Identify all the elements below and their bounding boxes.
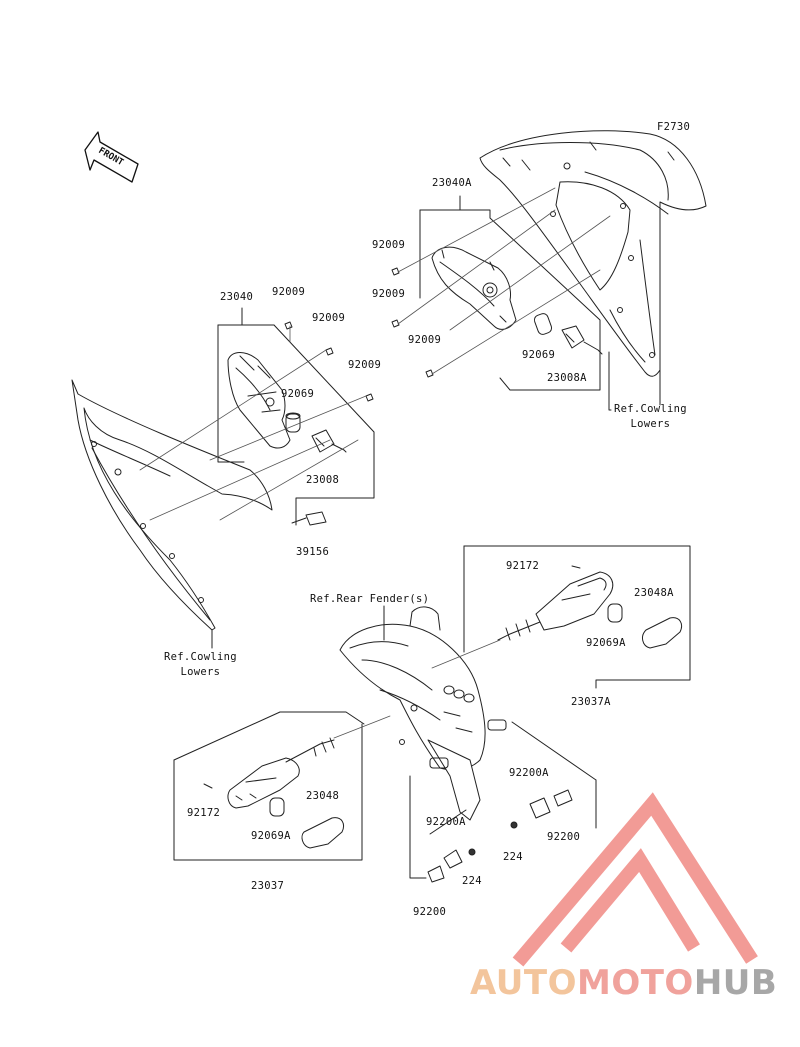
right-screws [391, 267, 434, 378]
watermark-moto: MOTO [576, 963, 694, 1003]
ref-label-cowling-lowers-right: Ref.Cowling Lowers [614, 403, 687, 430]
watermark-auto: AUTO [470, 963, 577, 1003]
part-label-23037A: 23037A [571, 696, 611, 708]
part-label-92200A: 92200A [509, 767, 549, 779]
pad-39156 [305, 511, 327, 526]
part-label-224: 224 [503, 851, 523, 863]
part-label-23008A: 23008A [547, 372, 587, 384]
part-label-39156: 39156 [296, 546, 330, 558]
right-cowling-lower [479, 130, 707, 377]
ref-label-rear-fender: Ref.Rear Fender(s) [310, 593, 430, 605]
watermark-hub: HUB [693, 963, 778, 1003]
right-socket-23008A [561, 325, 603, 355]
right-mount-bracket [431, 246, 517, 330]
part-label-92009: 92009 [312, 312, 346, 324]
part-label-92009: 92009 [272, 286, 306, 298]
part-label-92009: 92009 [348, 359, 382, 371]
right-turn-signal [497, 565, 614, 641]
right-bulb-92069 [533, 313, 553, 335]
part-label-23048A: 23048A [634, 587, 674, 599]
part-label-92069: 92069 [522, 349, 556, 361]
ref-label-cowling-lowers-left: Ref.Cowling Lowers [164, 651, 237, 678]
part-label-23008: 23008 [306, 474, 340, 486]
part-label-92172: 92172 [506, 560, 540, 572]
left-mount-bracket [227, 352, 291, 449]
part-label-92009: 92009 [408, 334, 442, 346]
part-label-92172: 92172 [187, 807, 221, 819]
part-label-92069: 92069 [281, 388, 315, 400]
front-direction-arrow-icon: FRONT [84, 131, 139, 183]
part-label-23040A: 23040A [432, 177, 472, 189]
left-turn-signal [227, 737, 335, 809]
left-plate-bracket [427, 848, 476, 883]
figure-code: F2730 [657, 121, 691, 133]
part-label-92009: 92009 [372, 239, 406, 251]
part-label-224: 224 [462, 875, 482, 887]
left-bulb-92069 [285, 412, 301, 433]
part-label-23040: 23040 [220, 291, 254, 303]
part-label-92200A: 92200A [426, 816, 466, 828]
left-lens-23048 [301, 817, 345, 849]
part-label-23037: 23037 [251, 880, 285, 892]
part-label-92069A: 92069A [251, 830, 291, 842]
left-bulb-92069A [269, 797, 285, 817]
left-socket-23008 [311, 429, 347, 453]
part-label-92200: 92200 [547, 831, 581, 843]
automotohub-logo-icon [512, 792, 758, 967]
rear-fender [339, 606, 507, 821]
part-label-92009: 92009 [372, 288, 406, 300]
left-screws [284, 321, 374, 402]
right-plate-bracket [510, 789, 573, 829]
part-label-92200: 92200 [413, 906, 447, 918]
part-label-92069A: 92069A [586, 637, 626, 649]
right-lens-23048A [642, 617, 683, 649]
part-label-23048: 23048 [306, 790, 340, 802]
right-bulb-92069A [607, 603, 623, 623]
watermark-brand-text: AUTOMOTOHUB [470, 964, 777, 1002]
left-cowling-lower [71, 379, 273, 631]
